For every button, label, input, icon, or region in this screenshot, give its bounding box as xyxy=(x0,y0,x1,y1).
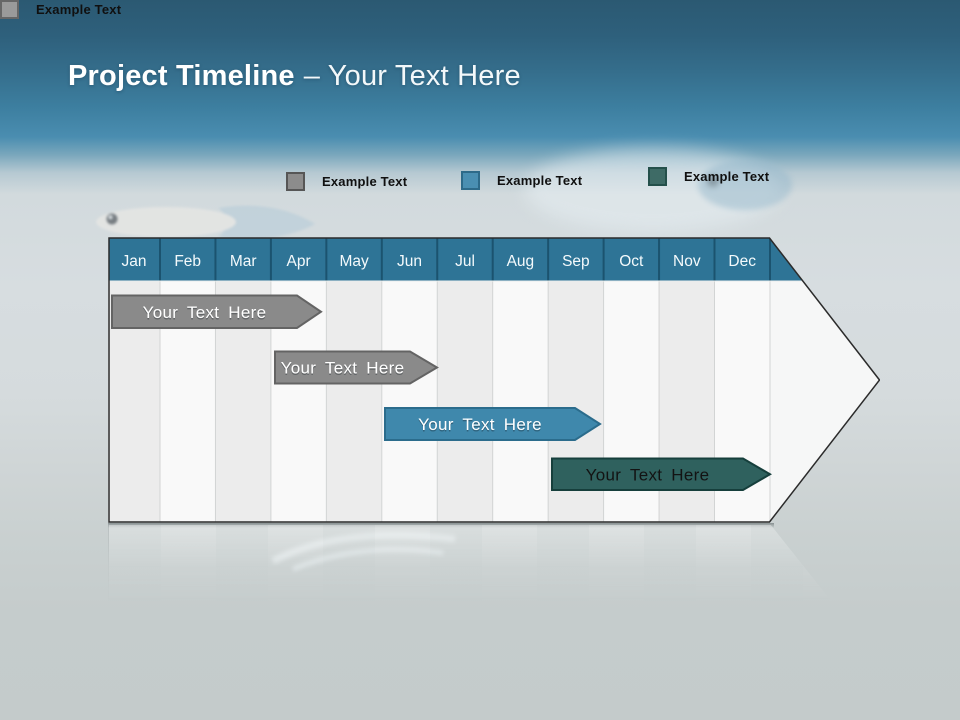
month-label-jul: Jul xyxy=(455,253,475,270)
page-title-placeholder[interactable]: – Your Text Here xyxy=(303,60,521,92)
stripe-aug xyxy=(492,280,549,522)
legend-item-3[interactable]: Example Text xyxy=(648,167,769,186)
legend-item-1[interactable]: Example Text xyxy=(286,172,407,191)
legend-label[interactable]: Example Text xyxy=(322,174,408,189)
task-bar-label[interactable]: Your Text Here xyxy=(143,303,267,322)
legend-swatch-teal xyxy=(648,167,667,186)
fish-tail xyxy=(218,205,315,240)
task-bar-shape[interactable] xyxy=(274,350,439,385)
month-label-dec: Dec xyxy=(728,253,756,270)
task-bar-4[interactable]: Your Text Here xyxy=(551,457,772,491)
stripe-jun xyxy=(381,280,438,522)
task-bar-label-shadow: Your Text Here xyxy=(143,304,267,323)
month-label-oct: Oct xyxy=(619,253,644,270)
legend-label[interactable]: Example Text xyxy=(684,169,770,184)
month-label-feb: Feb xyxy=(174,253,201,270)
fish-image xyxy=(525,148,781,232)
legend-item-2[interactable]: Example Text xyxy=(461,171,582,190)
fish-body xyxy=(96,207,236,237)
legend-swatch-icon xyxy=(286,172,305,191)
page-title-main[interactable]: Project Timeline xyxy=(68,60,295,92)
task-bar-label-shadow: Your Text Here xyxy=(281,360,405,379)
task-bar-1[interactable]: Your Text Here Your Text Here xyxy=(111,294,323,329)
month-label-aug: Aug xyxy=(507,253,535,270)
legend-swatch-gray xyxy=(286,172,305,191)
task-bar-label[interactable]: Your Text Here xyxy=(418,415,542,434)
legend-label[interactable]: Example Text xyxy=(36,2,122,17)
legend-swatch-gray2 xyxy=(0,0,19,19)
month-header-dividers xyxy=(159,238,771,281)
month-label-jun: Jun xyxy=(397,253,422,270)
legend-swatch-icon xyxy=(648,167,667,186)
fish-image xyxy=(698,160,792,210)
stripe-may xyxy=(326,280,382,522)
task-bar-3[interactable]: Your Text Here Your Text Here xyxy=(384,407,602,441)
timeline-chart: Jan Feb Mar Apr May Jun Jul Aug Sep Oct … xyxy=(108,237,880,523)
month-label-mar: Mar xyxy=(230,253,257,270)
fish-eye xyxy=(106,213,118,225)
month-label-jan: Jan xyxy=(122,253,147,270)
month-labels: Jan Feb Mar Apr May Jun Jul Aug Sep Oct … xyxy=(122,253,757,270)
task-bar-label-shadow: Your Text Here xyxy=(418,417,542,436)
legend-item-4[interactable]: Example Text xyxy=(0,0,121,19)
task-bar-label[interactable]: Your Text Here xyxy=(586,465,710,484)
table-bottom-shadow xyxy=(108,523,774,528)
page-title[interactable]: Project Timeline– Your Text Here xyxy=(68,60,521,93)
legend-swatch-icon xyxy=(0,0,19,19)
task-bar-shape[interactable] xyxy=(384,407,602,441)
month-label-sep: Sep xyxy=(562,253,590,270)
task-bar-label[interactable]: Your Text Here xyxy=(281,359,405,378)
month-label-apr: Apr xyxy=(287,253,311,270)
legend-label[interactable]: Example Text xyxy=(497,173,583,188)
month-header-band xyxy=(109,238,803,281)
fish-body xyxy=(525,148,781,232)
legend-swatch-blue xyxy=(461,171,480,190)
table-reflection xyxy=(108,525,844,617)
month-label-nov: Nov xyxy=(673,253,701,270)
fish-eye-glint xyxy=(108,215,113,220)
task-bar-shape[interactable] xyxy=(111,294,323,329)
month-label-may: May xyxy=(339,253,369,270)
stripe-jul xyxy=(437,280,493,522)
task-bar-2[interactable]: Your Text Here Your Text Here xyxy=(274,350,439,385)
legend-swatch-icon xyxy=(461,171,480,190)
task-bar-shape[interactable] xyxy=(551,457,772,491)
timeline-arrow-outline xyxy=(108,237,880,523)
